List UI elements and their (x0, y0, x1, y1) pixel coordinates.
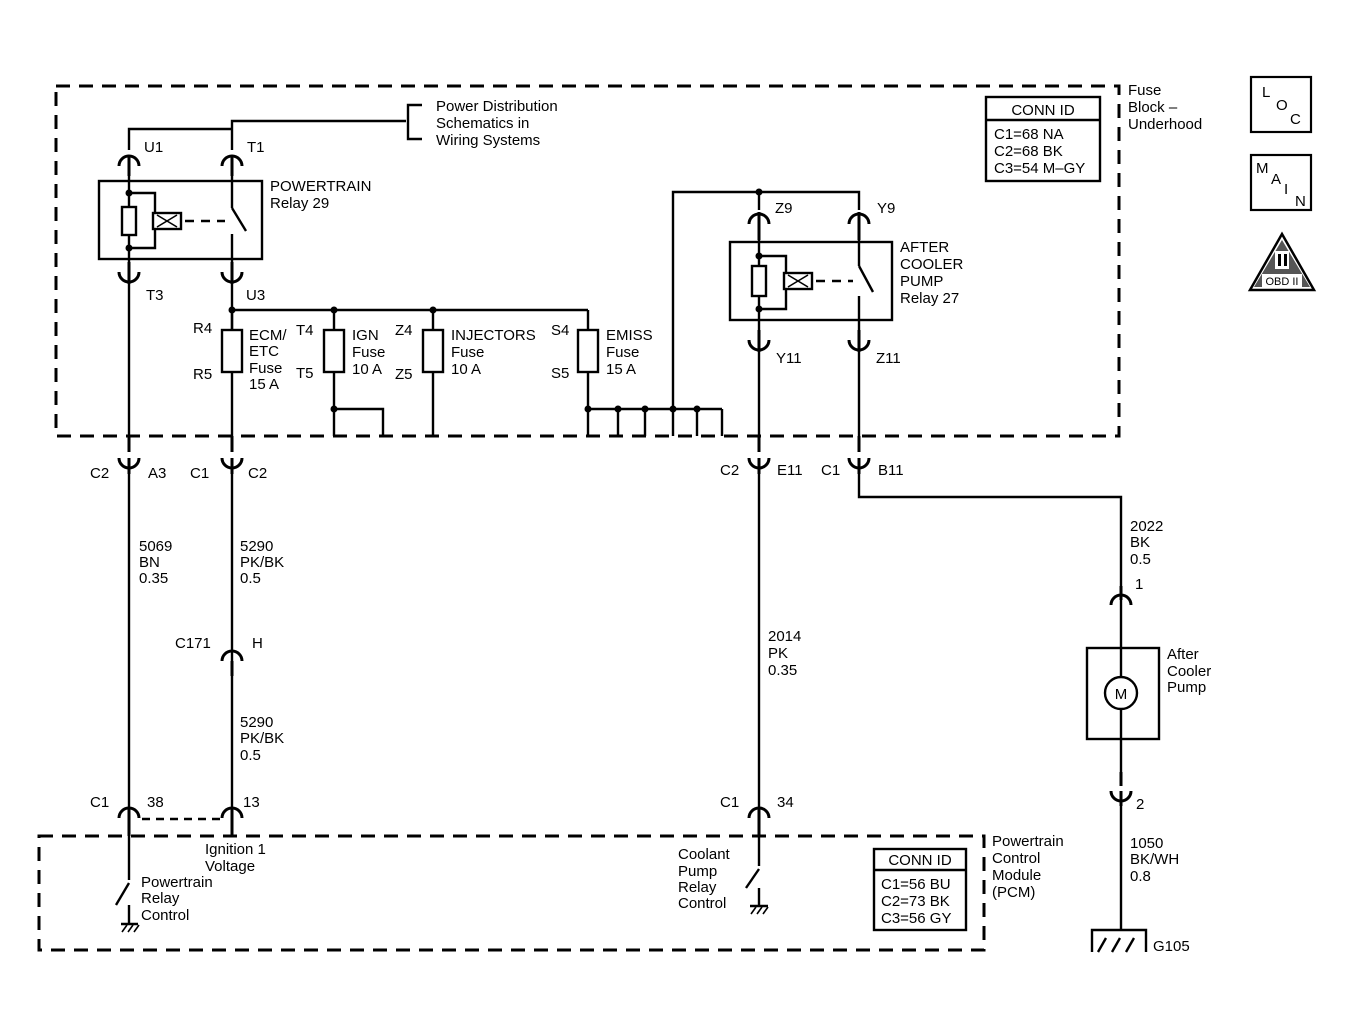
fuse-ecm-bottom-pin: R5 (193, 366, 212, 383)
after-cooler-pump (1085, 646, 1161, 741)
coolant-pump-control-switch (745, 836, 769, 915)
pt-relay-control-label: Powertrain Relay Control (141, 874, 217, 924)
svg-text:O: O (1276, 97, 1288, 114)
conn-c171-conn: C171 (175, 635, 211, 652)
fuse-ecm-label: ECM/ ETC Fuse 15 A (249, 327, 291, 393)
pcm-conn-38-conn: C1 (90, 794, 109, 811)
powertrain-relay-label: POWERTRAIN Relay 29 (270, 178, 376, 212)
pcm-connector-38 (117, 806, 141, 836)
pin-z11: Z11 (876, 350, 901, 367)
coolant-pump-control-label: Coolant Pump Relay Control (678, 846, 734, 912)
svg-text:A: A (1271, 171, 1281, 188)
pcm-conn-13-pin: 13 (243, 794, 260, 811)
pcm-connector-34 (747, 806, 771, 836)
pcm-title: Powertrain Control Module (PCM) (992, 833, 1068, 901)
wire-5290-upper-label: 5290 PK/BK 0.5 (240, 538, 288, 587)
fuse-emiss-label: EMISS Fuse 15 A (606, 327, 657, 378)
after-cooler-pump-relay (728, 212, 894, 352)
connector-c2-e11 (747, 436, 771, 474)
svg-text:C2=68 BK: C2=68 BK (994, 143, 1063, 160)
svg-text:C: C (1290, 111, 1301, 128)
obd-ii-icon[interactable]: OBD II (1247, 231, 1317, 292)
pin-u3: U3 (246, 287, 265, 304)
wire-1050-label: 1050 BK/WH 0.8 (1130, 835, 1183, 885)
conn-c2-e11-pin: E11 (777, 462, 803, 479)
pin-t3: T3 (146, 287, 164, 304)
pump-connector-1 (1109, 586, 1133, 648)
svg-text:N: N (1295, 193, 1306, 210)
fuse-inj-top-pin: Z4 (395, 322, 413, 339)
conn-c171-pin: H (252, 635, 263, 652)
fuse-ign-bottom-pin: T5 (296, 365, 314, 382)
svg-text:CONN ID: CONN ID (888, 852, 952, 869)
svg-text:C3=54 M–GY: C3=54 M–GY (994, 160, 1085, 177)
ign-fuse (322, 310, 385, 436)
connector-c1-c2 (220, 436, 244, 474)
pcm-connector-13 (220, 806, 244, 836)
fuse-ign-label: IGN Fuse 10 A (352, 327, 390, 378)
pt-relay-control-switch (114, 836, 140, 933)
pcm-boundary (37, 834, 986, 952)
loc-icon[interactable]: L O C (1249, 75, 1313, 134)
svg-text:L: L (1262, 84, 1270, 101)
emiss-fuse (576, 188, 861, 436)
after-cooler-pump-label: After Cooler Pump (1167, 646, 1215, 696)
conn-c1-c2-conn: C1 (190, 465, 209, 482)
conn-c2-e11-conn: C2 (720, 462, 739, 479)
pin-y11: Y11 (776, 350, 802, 367)
svg-text:C3=56 GY: C3=56 GY (881, 910, 951, 927)
fuse-inj-label: INJECTORS Fuse 10 A (451, 327, 540, 378)
connector-c1-b11 (847, 436, 871, 474)
pcm-conn-34-conn: C1 (720, 794, 739, 811)
pump-pin-2: 2 (1136, 796, 1144, 813)
svg-text:C1=68 NA: C1=68 NA (994, 126, 1064, 143)
conn-c2-a3-conn: C2 (90, 465, 109, 482)
pin-t1: T1 (247, 139, 265, 156)
svg-text:C1=56 BU: C1=56 BU (881, 876, 951, 893)
fuse-ign-top-pin: T4 (296, 322, 314, 339)
motor-symbol: M (1115, 686, 1128, 703)
ground-label: G105 (1153, 938, 1190, 955)
fuse-block-conn-id: CONN ID C1=68 NA C2=68 BK C3=54 M–GY (984, 95, 1102, 183)
fuse-block-title: Fuse Block – Underhood (1128, 82, 1202, 133)
injectors-fuse (421, 310, 445, 436)
after-cooler-relay-label: AFTER COOLER PUMP Relay 27 (900, 239, 968, 307)
svg-text:M: M (1256, 160, 1269, 177)
conn-c1-b11-conn: C1 (821, 462, 840, 479)
connector-c2-a3 (117, 284, 141, 474)
connector-c171 (220, 649, 244, 676)
svg-text:OBD II: OBD II (1265, 276, 1298, 288)
pin-u1: U1 (144, 139, 163, 156)
pcm-conn-id: CONN ID C1=56 BU C2=73 BK C3=56 GY (872, 847, 968, 932)
conn-c1-b11-pin: B11 (878, 462, 904, 479)
pin-y9: Y9 (877, 200, 895, 217)
svg-text:CONN ID: CONN ID (1011, 102, 1075, 119)
powertrain-relay (97, 154, 264, 284)
conn-c2-a3-pin: A3 (148, 465, 166, 482)
wire-2014-label: 2014 PK 0.35 (768, 628, 806, 679)
pump-connector-2 (1109, 739, 1133, 806)
main-icon[interactable]: M A I N (1249, 153, 1313, 212)
pump-pin-1: 1 (1135, 576, 1143, 593)
fuse-emiss-bottom-pin: S5 (551, 365, 569, 382)
fuse-inj-bottom-pin: Z5 (395, 366, 413, 383)
fuse-emiss-top-pin: S4 (551, 322, 569, 339)
power-distribution-ref[interactable]: Power Distribution Schematics in Wiring … (436, 98, 562, 149)
wire-2022 (857, 474, 1123, 590)
wire-2022-label: 2022 BK 0.5 (1130, 518, 1168, 568)
pcm-conn-34-pin: 34 (777, 794, 794, 811)
svg-text:I: I (1284, 181, 1288, 198)
pin-z9: Z9 (775, 200, 793, 217)
ecm-etc-fuse (220, 310, 244, 440)
fuse-ecm-top-pin: R4 (193, 320, 212, 337)
svg-text:C2=73 BK: C2=73 BK (881, 893, 950, 910)
pcm-conn-38-pin: 38 (147, 794, 164, 811)
ignition-voltage-label: Ignition 1 Voltage (205, 841, 270, 875)
wire-5069-label: 5069 BN 0.35 (139, 538, 177, 587)
conn-c1-c2-pin: C2 (248, 465, 267, 482)
wire-5290-lower-label: 5290 PK/BK 0.5 (240, 714, 288, 764)
battery-feed-wires (127, 103, 422, 150)
ground-g105 (1090, 928, 1148, 953)
